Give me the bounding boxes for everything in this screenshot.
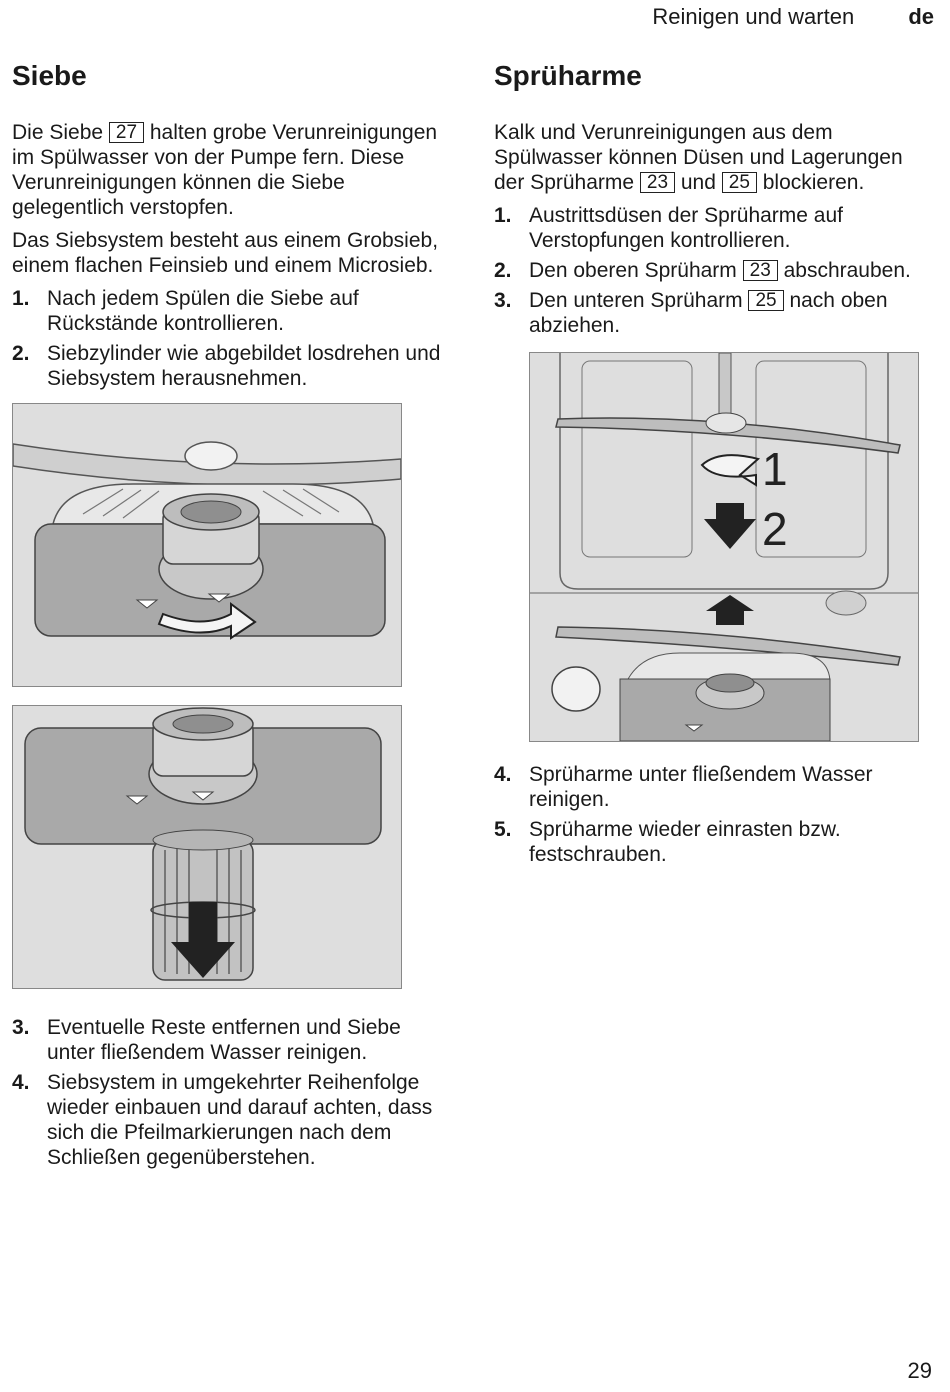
siebe-system-text: Das Siebsystem besteht aus einem Grobsie…	[12, 229, 439, 277]
spruharme-heading: Sprüharme	[494, 60, 642, 91]
step-item: 1.Nach jedem Spülen die Siebe auf Rückst…	[12, 287, 359, 335]
step-item: 3.Den unteren Sprüharm 25 nach oben abzi…	[494, 289, 888, 337]
siebe-heading: Siebe	[12, 60, 87, 91]
siebe-intro: Die Siebe 27 halten grobe Verunreinigung…	[12, 121, 438, 219]
spruharme-steps-a: 1.Austrittsdüsen der Sprüharme auf Verst…	[494, 203, 934, 338]
filter-unscrew-figure	[12, 403, 402, 687]
step-item: 5.Sprüharme wieder einrasten bzw. festsc…	[494, 818, 841, 866]
step-item: 4.Sprüharme unter fließendem Wasser rein…	[494, 763, 873, 811]
step-item: 4.Siebsystem in umgekehrter Reihenfolge …	[12, 1071, 433, 1169]
step-item: 3.Eventuelle Reste entfernen und Siebe u…	[12, 1016, 401, 1064]
ref-27: 27	[108, 122, 145, 143]
page-number: 29	[907, 1358, 932, 1383]
figure-label-1: 1	[762, 443, 788, 495]
figure-label-2: 2	[762, 503, 788, 555]
spruharme-column: Sprüharme Kalk und Verunreinigungen aus …	[494, 58, 934, 872]
step-item: 1.Austrittsdüsen der Sprüharme auf Verst…	[494, 204, 843, 252]
ref-25: 25	[748, 290, 784, 311]
page-header: Reinigen und warten de	[652, 4, 934, 30]
step-item: 2.Siebzylinder wie abgebildet losdrehen …	[12, 342, 441, 390]
spruharme-steps-b: 4.Sprüharme unter fließendem Wasser rein…	[494, 762, 934, 867]
spray-arm-figure: 1 2	[529, 352, 919, 742]
spruharme-intro: Kalk und Verunreinigungen aus dem Spülwa…	[494, 121, 903, 194]
step-item: 2.Den oberen Sprüharm 23 abschrauben.	[494, 259, 911, 282]
siebe-steps-b: 3.Eventuelle Reste entfernen und Siebe u…	[12, 1015, 442, 1170]
section-title: Reinigen und warten	[652, 4, 855, 29]
ref-23: 23	[639, 172, 676, 193]
language-code: de	[908, 4, 934, 29]
ref-23: 23	[742, 260, 778, 281]
siebe-steps-a: 1.Nach jedem Spülen die Siebe auf Rückst…	[12, 286, 442, 391]
filter-remove-figure	[12, 705, 402, 989]
siebe-column: Siebe Die Siebe 27 halten grobe Verunrei…	[12, 58, 442, 1175]
ref-25: 25	[721, 172, 757, 193]
